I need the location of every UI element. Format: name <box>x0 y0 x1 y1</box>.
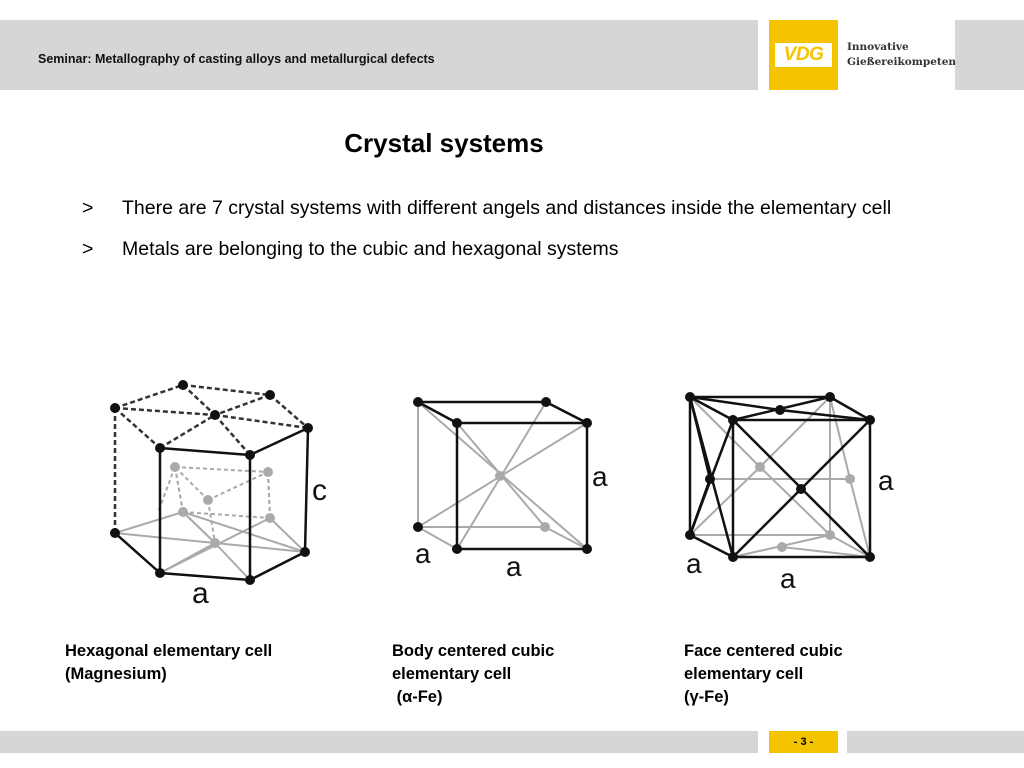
fcc-caption: Face centered cubic elementary cell (γ-F… <box>684 642 843 706</box>
seminar-title: Seminar: Metallography of casting alloys… <box>38 52 435 66</box>
fcc-label-right: a <box>878 465 894 496</box>
logo-tagline-line2: Gießereikompetenz <box>847 56 963 68</box>
slide-title: Crystal systems <box>344 128 544 158</box>
header-band <box>0 20 758 90</box>
header-band-right <box>955 20 1024 90</box>
logo-tagline-line1: Innovative <box>847 41 909 53</box>
bullet-text: There are 7 crystal systems with differe… <box>122 197 892 219</box>
hex-label-c: c <box>312 474 327 507</box>
logo-tagline: Innovative Gießereikompetenz <box>847 40 962 70</box>
bullet-text: Metals are belonging to the cubic and he… <box>122 238 619 260</box>
bullet-list: > There are 7 crystal systems with diffe… <box>82 195 902 277</box>
bullet-item: > There are 7 crystal systems with diffe… <box>82 195 902 221</box>
bullet-marker: > <box>82 197 94 219</box>
footer-band-left <box>0 731 758 753</box>
hexagonal-cell-diagram: c a <box>110 380 327 610</box>
vdg-logo-mark: VDG <box>775 43 832 67</box>
hexagonal-caption: Hexagonal elementary cell (Magnesium) <box>65 642 273 683</box>
fcc-label-bottom: a <box>780 563 796 594</box>
bcc-label-right: a <box>592 461 608 492</box>
bcc-caption: Body centered cubic elementary cell (α-F… <box>392 642 555 706</box>
bullet-marker: > <box>82 238 94 260</box>
footer-band-right <box>847 731 1024 753</box>
hex-label-a: a <box>192 577 209 610</box>
bcc-label-left: a <box>415 538 431 569</box>
vdg-logo: VDG <box>769 20 838 90</box>
page-number: - 3 - <box>769 731 838 753</box>
bcc-label-bottom: a <box>506 551 522 582</box>
bullet-item: > Metals are belonging to the cubic and … <box>82 236 902 262</box>
fcc-label-left: a <box>686 548 702 579</box>
bcc-cell-diagram: a a a <box>413 397 608 582</box>
fcc-cell-diagram: a a a <box>685 392 894 594</box>
